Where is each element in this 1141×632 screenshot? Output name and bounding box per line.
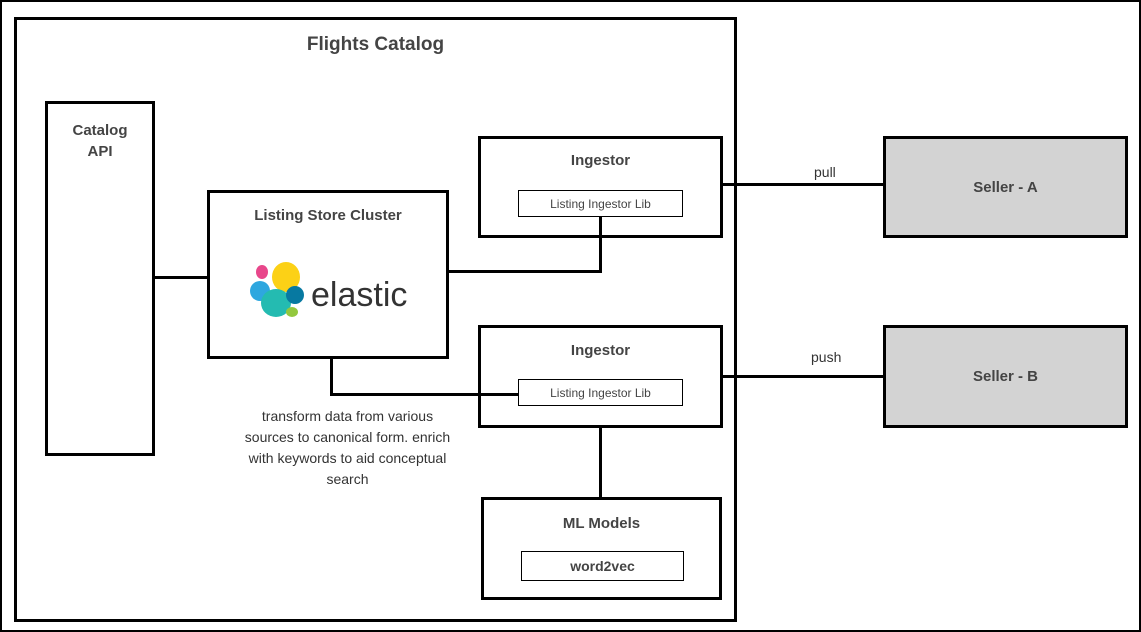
listing-store-cluster-box: Listing Store Cluster elastic [207,190,449,359]
ingestor-top-title: Ingestor [570,152,631,169]
ml-models-title: ML Models [562,515,641,532]
elastic-logo: elastic [250,262,407,317]
pull-label: pull [814,164,836,180]
catalog-title: Flights Catalog [306,34,445,55]
word2vec-label: word2vec [570,558,635,574]
annotation-line-2: sources to canonical form. enrich [244,429,451,445]
seller-b-box: Seller - B [883,325,1128,428]
connector-store-ingestor-bottom-v [330,359,333,396]
catalog-api-label-line2: API [87,143,113,160]
connector-ingestor-seller-a [723,183,884,186]
connector-api-store [155,276,209,279]
word2vec-box: word2vec [521,551,684,581]
connector-ingestor-seller-b [723,375,884,378]
transform-annotation: transform data from various sources to c… [215,406,480,490]
seller-a-label: Seller - A [973,178,1038,196]
connector-store-ingestor-bottom-h [330,393,518,396]
ingestor-top-lib: Listing Ingestor Lib [518,190,683,217]
ingestor-top-lib-label: Listing Ingestor Lib [550,196,651,211]
ml-models-box: ML Models [481,497,722,600]
annotation-line-3: with keywords to aid conceptual [248,450,447,466]
ingestor-bottom-box: Ingestor [478,325,723,428]
seller-b-label: Seller - B [972,368,1039,385]
catalog-api-box: Catalog API [45,101,155,456]
elastic-logo-text: elastic [311,276,407,314]
connector-ingestor-ml [599,428,602,498]
annotation-line-4: search [326,471,369,487]
listing-store-title: Listing Store Cluster [254,207,402,224]
connector-store-ingestor-top-v [599,217,602,273]
ingestor-bottom-lib-label: Listing Ingestor Lib [550,385,651,400]
annotation-line-1: transform data from various [261,408,434,424]
catalog-api-label-line1: Catalog [72,122,128,139]
push-label: push [811,349,842,365]
connector-store-ingestor-top-h [449,270,602,273]
seller-a-box: Seller - A [883,136,1128,238]
ingestor-bottom-lib: Listing Ingestor Lib [518,379,683,406]
elastic-logo-icon [250,262,304,317]
ingestor-bottom-title: Ingestor [570,342,631,359]
